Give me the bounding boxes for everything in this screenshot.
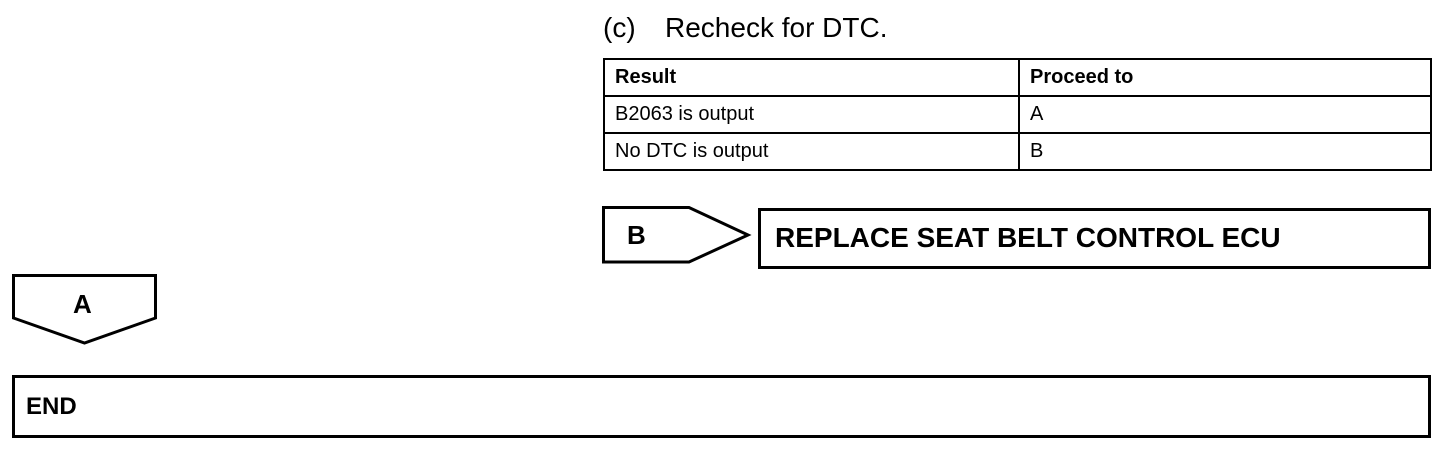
end-text: END (26, 393, 77, 420)
result-table: Result Proceed to B2063 is output A No D… (603, 58, 1432, 171)
step-text: Recheck for DTC. (665, 12, 888, 43)
table-cell-result: B2063 is output (603, 95, 1020, 134)
step-heading: (c) Recheck for DTC. (603, 11, 888, 45)
branch-b-arrow-outline (602, 206, 752, 264)
branch-a-label: A (73, 289, 92, 319)
branch-a-arrow-outline (12, 274, 157, 345)
header-proceed-to: Proceed to (1018, 58, 1432, 97)
branch-b-label: B (627, 220, 646, 250)
table-cell-proceed: B (1018, 132, 1432, 171)
branch-b-action-text: REPLACE SEAT BELT CONTROL ECU (775, 222, 1281, 253)
table-cell-proceed: A (1018, 95, 1432, 134)
table-row: No DTC is output B (603, 132, 1432, 171)
table-header-row: Result Proceed to (603, 58, 1432, 97)
step-letter: (c) (603, 12, 636, 43)
end-box: END (12, 375, 1431, 438)
branch-b-action-box: REPLACE SEAT BELT CONTROL ECU (758, 208, 1431, 269)
branch-b-arrow: B (602, 206, 752, 264)
branch-a-arrow: A (12, 274, 158, 346)
table-cell-result: No DTC is output (603, 132, 1020, 171)
table-row: B2063 is output A (603, 95, 1432, 134)
header-result: Result (603, 58, 1020, 97)
